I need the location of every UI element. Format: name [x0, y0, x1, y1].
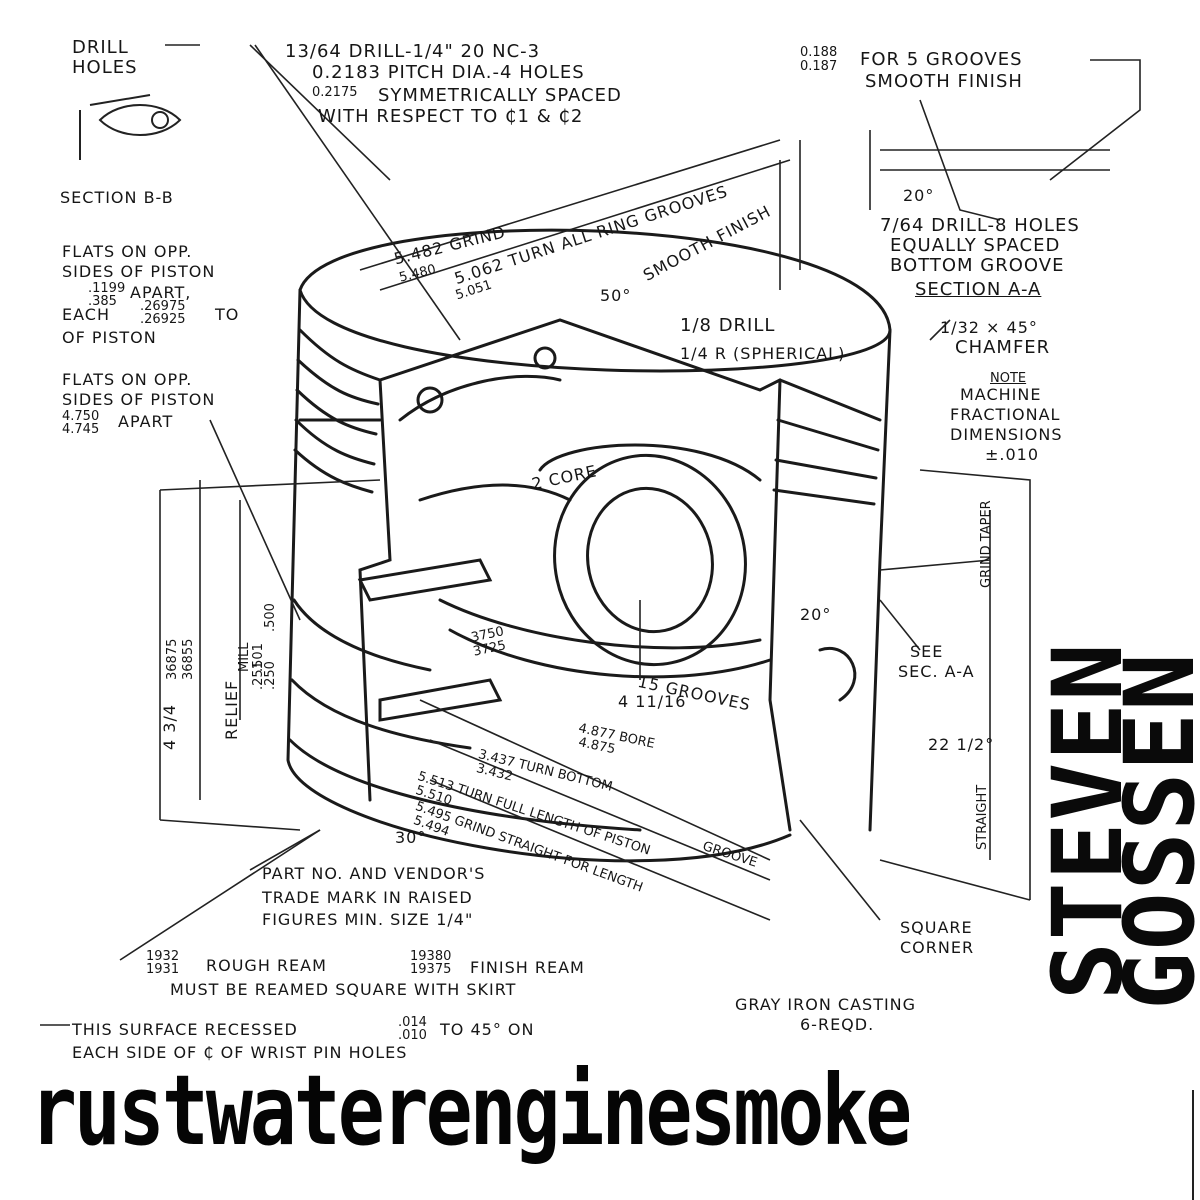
note-machine: MACHINE	[960, 385, 1042, 404]
drill-spec-line1: 13/64 DRILL-1/4" 20 NC-3	[285, 41, 541, 62]
mill-label: MILL	[237, 642, 252, 672]
spherical-label: 1/4 R (SPHERICAL)	[680, 344, 846, 363]
note-fractional: FRACTIONAL	[950, 405, 1061, 424]
flats-2-apart: APART	[118, 412, 174, 431]
angle-22-5: 22 1/2°	[928, 735, 995, 754]
flats-1-line2: SIDES OF PISTON	[62, 262, 216, 281]
album-title: rustwaterenginesmoke	[30, 1055, 912, 1168]
flats-1-each: EACH	[62, 305, 110, 324]
drill-label-line1: DRILL	[72, 37, 129, 58]
dim-36855: 36855	[181, 638, 196, 680]
finish-ream: FINISH REAM	[470, 958, 585, 977]
dim-4-3-4: 4 3/4	[160, 703, 179, 750]
flats-1-value1: .1199	[88, 281, 126, 296]
see-label: SEE	[910, 642, 944, 661]
square-label: SQUARE	[900, 918, 973, 937]
piston-right-wall	[868, 328, 892, 832]
grind-taper-label: GRIND TAPER	[979, 500, 994, 588]
flats-1-of-piston: OF PISTON	[62, 328, 157, 347]
part-no-line2: TRADE MARK IN RAISED	[262, 888, 473, 907]
artist-last-name: GOSSEN	[1104, 651, 1200, 1010]
ream-dim-2: 1931	[146, 962, 180, 977]
drill-spec-line2: 0.2183 PITCH DIA.-4 HOLES	[312, 62, 585, 83]
flats-2-line1: FLATS ON OPP.	[62, 370, 193, 389]
note-tolerance: ±.010	[985, 445, 1040, 464]
part-no-line3: FIGURES MIN. SIZE 1/4"	[262, 910, 474, 929]
angle-20-top: 20°	[903, 186, 935, 205]
reamed-square: MUST BE REAMED SQUARE WITH SKIRT	[170, 980, 517, 999]
drill-spec-line4: SYMMETRICALLY SPACED	[378, 85, 622, 106]
section-bb-label: SECTION B-B	[60, 188, 174, 207]
flats-1-to: TO	[215, 305, 240, 324]
relief-label: RELIEF	[222, 679, 241, 740]
dim-36875: 36875	[165, 638, 180, 680]
note-dimensions: DIMENSIONS	[950, 425, 1063, 444]
section-aa-label: SECTION A-A	[915, 279, 1042, 300]
drill-label: 1/8 DRILL	[680, 315, 776, 336]
angle-50: 50°	[600, 286, 632, 305]
ream-dim-1: 1932	[146, 949, 180, 964]
equally-spaced: EQUALLY SPACED	[890, 235, 1061, 256]
flats-2-line2: SIDES OF PISTON	[62, 390, 216, 409]
six-reqd: 6-REQD.	[800, 1015, 875, 1034]
recessed-dim-1: .014	[398, 1015, 427, 1030]
chamfer-dim: 1/32 × 45°	[940, 318, 1038, 337]
drill-spec-line3: 0.2175	[312, 85, 358, 100]
chamfer-label: CHAMFER	[955, 337, 1051, 358]
drill-spec-line5: WITH RESPECT TO ₵1 & ₵2	[318, 106, 584, 127]
piston-left-wall	[286, 288, 792, 863]
flats-1-value2: .385	[88, 294, 117, 309]
dim-500: .500	[263, 603, 278, 632]
groove-dim-bottom: 0.187	[800, 59, 838, 74]
flats-1-apart: APART,	[130, 283, 192, 302]
surface-recessed: THIS SURFACE RECESSED	[72, 1020, 298, 1039]
bottom-groove: BOTTOM GROOVE	[890, 255, 1065, 276]
dim-4-11-16: 4 11/16	[618, 692, 687, 711]
ream-dim-3: 19380	[410, 949, 452, 964]
groove-dim-top: 0.188	[800, 45, 838, 60]
wrist-pin-boss	[553, 453, 747, 667]
angle-20-mid: 20°	[800, 605, 832, 624]
flats-1-value4: .26925	[140, 312, 186, 327]
smooth-finish-top: SMOOTH FINISH	[865, 71, 1023, 92]
recessed-dim-2: .010	[398, 1028, 427, 1043]
sec-aa-ref: SEC. A-A	[898, 662, 975, 681]
for-5-grooves: FOR 5 GROOVES	[860, 49, 1023, 70]
rough-ream: ROUGH REAM	[206, 956, 327, 975]
flats-2-value1: 4.750	[62, 409, 100, 424]
flats-2-value2: 4.745	[62, 422, 100, 437]
drill-8-holes: 7/64 DRILL-8 HOLES	[880, 215, 1080, 236]
flats-1-line1: FLATS ON OPP.	[62, 242, 193, 261]
part-no-line1: PART NO. AND VENDOR'S	[262, 864, 486, 883]
dim-250: .250	[263, 661, 278, 690]
angle-30: 30°	[395, 828, 427, 847]
edge-mark	[1192, 1090, 1200, 1200]
gray-iron-casting: GRAY IRON CASTING	[735, 995, 917, 1014]
each-side-wrist-pin: EACH SIDE OF ₵ OF WRIST PIN HOLES	[72, 1043, 408, 1062]
holes-label-line2: HOLES	[72, 57, 138, 78]
cutaway-top	[378, 318, 782, 392]
note-heading: NOTE	[990, 371, 1027, 386]
flats-1-value3: .26975	[140, 299, 186, 314]
corner-label: CORNER	[900, 938, 975, 957]
straight-label: STRAIGHT	[975, 784, 990, 850]
ream-dim-4: 19375	[410, 962, 452, 977]
to-45-on: TO 45° ON	[440, 1020, 535, 1039]
